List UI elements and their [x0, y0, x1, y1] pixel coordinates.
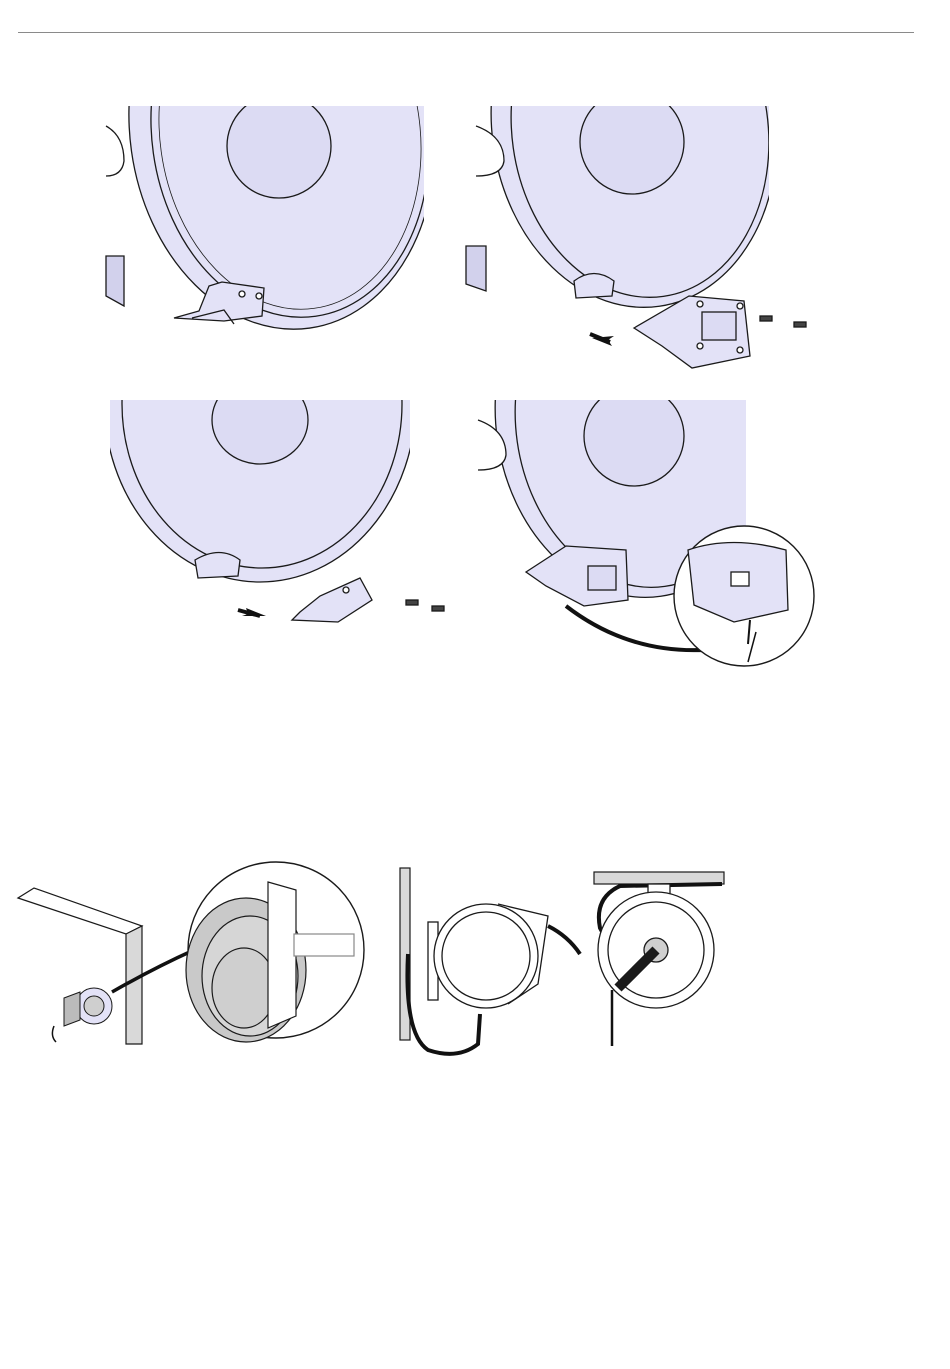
side-wall-reel-icon	[398, 864, 588, 1064]
step2-illustration	[464, 106, 814, 376]
ceiling-mount-illustration	[590, 868, 730, 1050]
ceiling-reel-icon	[590, 868, 730, 1050]
step4-illustration	[466, 400, 826, 675]
side-mount-illustration	[398, 864, 588, 1064]
slide-on-wall-bracket-icon	[464, 106, 814, 376]
reel-bottom-with-foot-icon	[104, 106, 424, 336]
header-rule	[18, 32, 914, 33]
step3-illustration	[110, 400, 460, 630]
step1-illustration	[104, 106, 424, 336]
wall-mount-illustration	[14, 858, 370, 1048]
wall-mount-reel-icon	[14, 858, 370, 1048]
remove-foot-bracket-icon	[110, 400, 460, 630]
screw-fix-bracket-icon	[466, 400, 826, 675]
